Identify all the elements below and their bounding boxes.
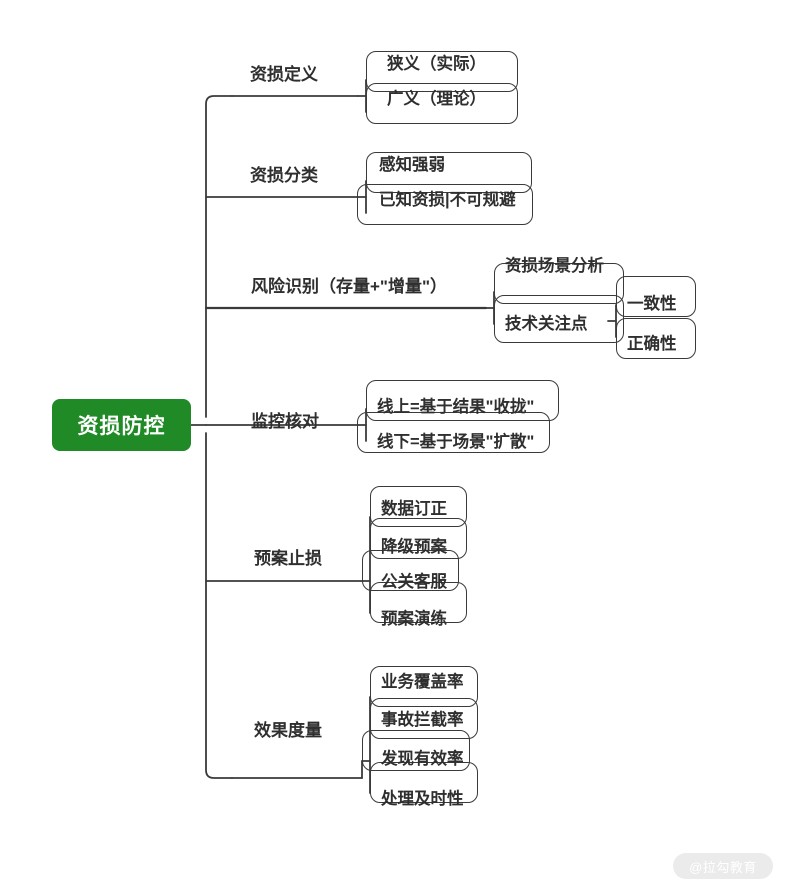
leaf-box-1-1[interactable] (366, 51, 518, 92)
watermark-badge: @拉勾教育 (673, 853, 773, 879)
leaf-label-2-2: 已知资损|不可规避 (379, 191, 516, 209)
leaf-label-1-1: 狭义（实际） (387, 55, 486, 73)
leaf-label-6-3: 发现有效率 (381, 750, 464, 768)
leaf-box-2-2[interactable] (357, 184, 533, 225)
leaf-label-4-1: 线上=基于结果"收拢" (377, 398, 535, 416)
branch-label-6[interactable]: 效果度量 (254, 721, 322, 740)
leaf-box-2-1[interactable] (366, 152, 532, 193)
leaf-label-2-1: 感知强弱 (379, 156, 445, 174)
branch-label-3[interactable]: 风险识别（存量+"增量"） (251, 277, 448, 296)
leaf-box-3-2-1[interactable] (616, 276, 696, 317)
leaf-box-5-1[interactable] (370, 486, 467, 527)
leaf-box-3-2-2[interactable] (616, 318, 696, 359)
branch-label-4[interactable]: 监控核对 (251, 412, 319, 431)
leaf-box-4-2[interactable] (357, 412, 550, 453)
leaf-box-5-3[interactable] (362, 550, 459, 591)
leaf-label-5-4: 预案演练 (381, 610, 447, 628)
leaf-box-6-1[interactable] (370, 666, 478, 707)
leaf-label-5-3: 公关客服 (381, 573, 447, 591)
leaf-label-5-2: 降级预案 (381, 538, 447, 556)
leaf-label-3-2-2: 正确性 (627, 335, 677, 353)
leaf-label-3-2: 技术关注点 (505, 315, 588, 333)
leaf-box-6-3[interactable] (362, 730, 470, 771)
leaf-label-4-2: 线下=基于场景"扩散" (377, 433, 535, 451)
branch-label-5[interactable]: 预案止损 (254, 549, 322, 568)
root-node[interactable]: 资损防控 (52, 399, 191, 451)
leaf-label-6-2: 事故拦截率 (381, 711, 464, 729)
watermark-label: @拉勾教育 (689, 859, 757, 875)
leaf-label-3-1: 资损场景分析 (505, 257, 604, 275)
branch-label-2[interactable]: 资损分类 (250, 166, 318, 185)
leaf-label-1-2: 广义（理论） (387, 90, 486, 108)
leaf-label-5-1: 数据订正 (381, 500, 447, 518)
root-node-label: 资损防控 (77, 415, 166, 438)
branch-label-1[interactable]: 资损定义 (250, 65, 318, 84)
leaf-label-6-4: 处理及时性 (381, 790, 464, 808)
leaf-label-3-2-1: 一致性 (627, 295, 677, 313)
leaf-box-4-1[interactable] (366, 380, 559, 421)
leaf-label-6-1: 业务覆盖率 (381, 673, 464, 691)
